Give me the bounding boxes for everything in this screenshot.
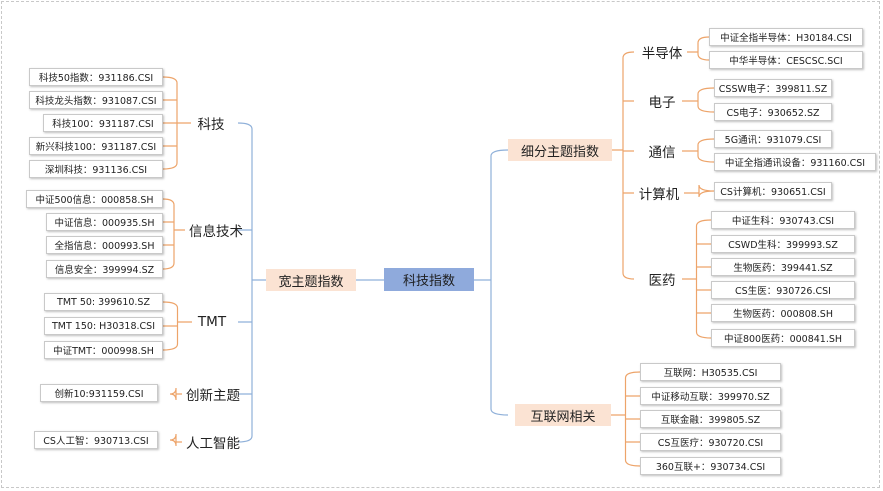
- leaf-tmt-1: TMT 150: H30318.CSI: [44, 317, 163, 335]
- wide-theme-node: 宽主题指数: [266, 269, 356, 291]
- leaf-keji-3: 新兴科技100：931187.CSI: [29, 137, 163, 155]
- group-bandaoti: 半导体: [641, 46, 683, 62]
- brace-chuangxin: [169, 387, 182, 401]
- leaf-dz-0: CSSW电子：399811.SZ: [714, 79, 832, 97]
- leaf-chuangxin-0: 创新10:931159.CSI: [40, 384, 158, 402]
- leaf-yy-1: CSWD生科：399993.SZ: [711, 235, 855, 253]
- brace-xinxi: [162, 198, 185, 270]
- brace-tmt: [162, 301, 192, 351]
- brace-dz: [682, 87, 715, 113]
- brace-hlw: [611, 371, 641, 467]
- leaf-yy-0: 中证生科：930743.CSI: [711, 211, 855, 229]
- sub-theme-node: 细分主题指数: [508, 139, 612, 161]
- leaf-xinxi-3: 信息安全：399994.SZ: [46, 260, 163, 278]
- leaf-keji-2: 科技100：931187.CSI: [43, 114, 163, 132]
- group-xinxi: 信息技术: [189, 224, 243, 240]
- brace-tx: [682, 138, 715, 163]
- brace-keji: [162, 76, 191, 170]
- brace-sub-groups: [612, 51, 635, 280]
- leaf-hlw-2: 互联金融：399805.SZ: [640, 410, 781, 428]
- leaf-tx-0: 5G通讯：931079.CSI: [714, 130, 832, 148]
- leaf-xinxi-0: 中证500信息：000858.SH: [26, 190, 163, 208]
- brace-jsj: [684, 184, 715, 198]
- group-keji: 科技: [197, 117, 225, 133]
- brace-root-right: [474, 149, 509, 416]
- leaf-bdt-0: 中证全指半导体：H30184.CSI: [709, 28, 863, 46]
- group-jisuanji: 计算机: [638, 187, 680, 203]
- group-dianzi: 电子: [648, 95, 676, 111]
- brace-wide-groups: [237, 122, 266, 443]
- leaf-yy-5: 中证800医药：000841.SH: [711, 329, 855, 347]
- leaf-bdt-1: 中华半导体：CESCSC.SCI: [709, 51, 863, 69]
- brace-yy: [682, 219, 712, 339]
- leaf-hlw-3: CS互医疗：930720.CSI: [640, 433, 781, 451]
- leaf-xinxi-1: 中证信息：000935.SH: [46, 213, 163, 231]
- leaf-hlw-4: 360互联+：930734.CSI: [640, 457, 781, 475]
- root-node: 科技指数: [384, 268, 474, 291]
- group-yiyao: 医药: [648, 273, 676, 289]
- group-ai: 人工智能: [186, 436, 240, 452]
- group-tongxin: 通信: [648, 145, 676, 161]
- leaf-hlw-0: 互联网：H30535.CSI: [640, 363, 781, 381]
- internet-node: 互联网相关: [515, 404, 611, 426]
- leaf-yy-3: CS生医：930726.CSI: [711, 281, 855, 299]
- leaf-dz-1: CS电子：930652.SZ: [714, 103, 832, 121]
- leaf-jsj-0: CS计算机：930651.CSI: [714, 182, 832, 200]
- leaf-yy-4: 生物医药：000808.SH: [711, 304, 855, 322]
- leaf-tmt-0: TMT 50: 399610.SZ: [44, 293, 163, 311]
- leaf-yy-2: 生物医药：399441.SZ: [711, 258, 855, 276]
- leaf-xinxi-2: 全指信息：000993.SH: [46, 236, 163, 254]
- leaf-ai-0: CS人工智：930713.CSI: [34, 431, 158, 449]
- group-chuangxin: 创新主题: [186, 388, 240, 404]
- leaf-tx-1: 中证全指通讯设备：931160.CSI: [714, 153, 876, 171]
- leaf-keji-1: 科技龙头指数：931087.CSI: [29, 91, 163, 109]
- brace-bdt: [687, 36, 710, 61]
- leaf-tmt-2: 中证TMT：000998.SH: [44, 341, 163, 359]
- leaf-keji-0: 科技50指数：931186.CSI: [29, 68, 163, 86]
- leaf-hlw-1: 中证移动互联：399970.SZ: [640, 387, 781, 405]
- group-tmt: TMT: [197, 314, 227, 330]
- leaf-keji-4: 深圳科技：931136.CSI: [29, 160, 163, 178]
- brace-ai: [169, 433, 182, 447]
